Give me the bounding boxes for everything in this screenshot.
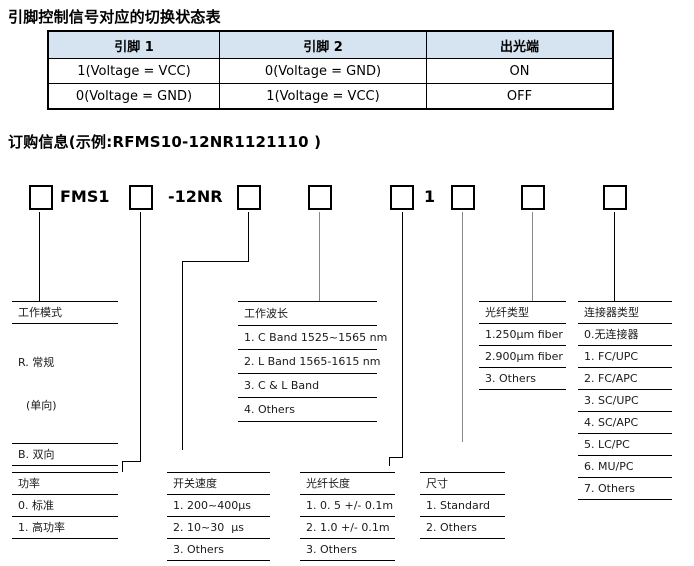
list-item: 2. 10~30 μs: [167, 516, 270, 538]
list-title: 工作模式: [12, 301, 118, 323]
list-item: 4. SC/APC: [578, 411, 672, 433]
code-box-6: [451, 185, 475, 210]
list-item: 1.250μm fiber: [479, 323, 566, 345]
list-title: 光纤长度: [300, 472, 395, 494]
code-box-7: [521, 185, 545, 210]
option-list-wavelength: 工作波长 1. C Band 1525~1565 nm 2. L Band 15…: [238, 301, 387, 422]
list-item: 2. L Band 1565-1615 nm: [238, 349, 381, 373]
table-header-row: 引脚 1 引脚 2 出光端: [47, 30, 614, 59]
pin-state-table: 引脚 1 引脚 2 出光端 1(Voltage = VCC) 0(Voltage…: [47, 30, 614, 110]
list-item: 5. LC/PC: [578, 433, 672, 455]
option-list-size: 尺寸 1. Standard 2. Others: [420, 472, 505, 539]
code-box-3: [237, 185, 261, 210]
header-light-out: 出光端: [426, 30, 614, 59]
list-title: 连接器类型: [578, 301, 672, 323]
leader-line-length-h: [389, 457, 403, 458]
leader-line-speed-v1: [248, 212, 249, 262]
list-title: 工作波长: [238, 301, 377, 325]
cell-pin1-r1: 1(Voltage = VCC): [47, 58, 220, 84]
list-item: 2. FC/APC: [578, 367, 672, 389]
list-item: 2. 1.0 +/- 0.1m: [300, 516, 395, 538]
leader-line-length-v: [402, 212, 403, 458]
list-item: 1. Standard: [420, 494, 505, 516]
option-list-fiber-type: 光纤类型 1.250μm fiber 2.900μm fiber 3. Othe…: [479, 301, 566, 390]
leader-line-fiber-type: [532, 212, 533, 301]
list-item: 3. Others: [300, 538, 395, 561]
table-row: 1(Voltage = VCC) 0(Voltage = GND) ON: [47, 58, 614, 84]
cell-out-r1: ON: [426, 58, 614, 84]
code-label-fixed-digit: 1: [424, 187, 436, 206]
leader-line-connector: [614, 212, 615, 301]
code-label-mid: -12NR: [168, 187, 223, 206]
cell-pin1-r2: 0(Voltage = GND): [47, 83, 220, 110]
list-title: 功率: [12, 472, 118, 494]
leader-line-size: [462, 212, 463, 442]
list-title: 开关速度: [167, 472, 270, 494]
list-item: 4. Others: [238, 397, 377, 422]
list-item: 3. SC/UPC: [578, 389, 672, 411]
leader-line-wavelength: [319, 212, 320, 301]
cell-pin2-r1: 0(Voltage = GND): [219, 58, 427, 84]
code-box-5: [390, 185, 414, 210]
ordering-info-title: 订购信息(示例:RFMS10-12NR1121110 ): [8, 133, 322, 151]
list-item: 3. Others: [167, 538, 270, 561]
leader-line-speed-v2: [182, 261, 183, 450]
table-row: 0(Voltage = GND) 1(Voltage = VCC) OFF: [47, 83, 614, 110]
list-item: 2. Others: [420, 516, 505, 539]
leader-line-mode: [39, 212, 40, 301]
list-title: 尺寸: [420, 472, 505, 494]
option-list-switch-speed: 开关速度 1. 200~400μs 2. 10~30 μs 3. Others: [167, 472, 270, 561]
code-box-8: [603, 185, 627, 210]
option-list-connector-type: 连接器类型 0.无连接器 1. FC/UPC 2. FC/APC 3. SC/U…: [578, 301, 672, 500]
pin-state-table-title: 引脚控制信号对应的切换状态表: [8, 8, 221, 26]
option-list-power: 功率 0. 标准 1. 高功率: [12, 472, 118, 539]
list-item: 2.900μm fiber: [479, 345, 566, 367]
list-item: 1. 200~400μs: [167, 494, 270, 516]
code-box-2: [129, 185, 153, 210]
header-pin1: 引脚 1: [47, 30, 220, 59]
list-item: 7. Others: [578, 477, 672, 500]
list-item: 3. C & L Band: [238, 373, 377, 397]
list-item: 6. MU/PC: [578, 455, 672, 477]
list-title: 光纤类型: [479, 301, 566, 323]
list-item: 1. 高功率: [12, 516, 118, 539]
list-item: R. 常规 (单向): [12, 323, 118, 443]
cell-pin2-r2: 1(Voltage = VCC): [219, 83, 427, 110]
list-item: 3. Others: [479, 367, 566, 390]
header-pin2: 引脚 2: [219, 30, 427, 59]
list-item: 1. 0. 5 +/- 0.1m: [300, 494, 395, 516]
list-item: 1. C Band 1525~1565 nm: [238, 325, 387, 349]
list-item: 0.无连接器: [578, 323, 672, 345]
list-item: 1. FC/UPC: [578, 345, 672, 367]
option-list-fiber-length: 光纤长度 1. 0. 5 +/- 0.1m 2. 1.0 +/- 0.1m 3.…: [300, 472, 395, 561]
leader-line-power-v: [140, 212, 141, 462]
code-box-1: [29, 185, 53, 210]
leader-line-power-stub: [122, 461, 123, 472]
code-box-4: [308, 185, 332, 210]
leader-line-power-h: [122, 461, 141, 462]
list-item: 0. 标准: [12, 494, 118, 516]
leader-line-speed-h: [182, 261, 249, 262]
code-label-prefix: FMS1: [60, 187, 110, 206]
leader-line-length-stub: [389, 457, 390, 466]
cell-out-r2: OFF: [426, 83, 614, 110]
option-list-work-mode: 工作模式 R. 常规 (单向) B. 双向: [12, 301, 118, 466]
list-item: B. 双向: [12, 443, 118, 466]
